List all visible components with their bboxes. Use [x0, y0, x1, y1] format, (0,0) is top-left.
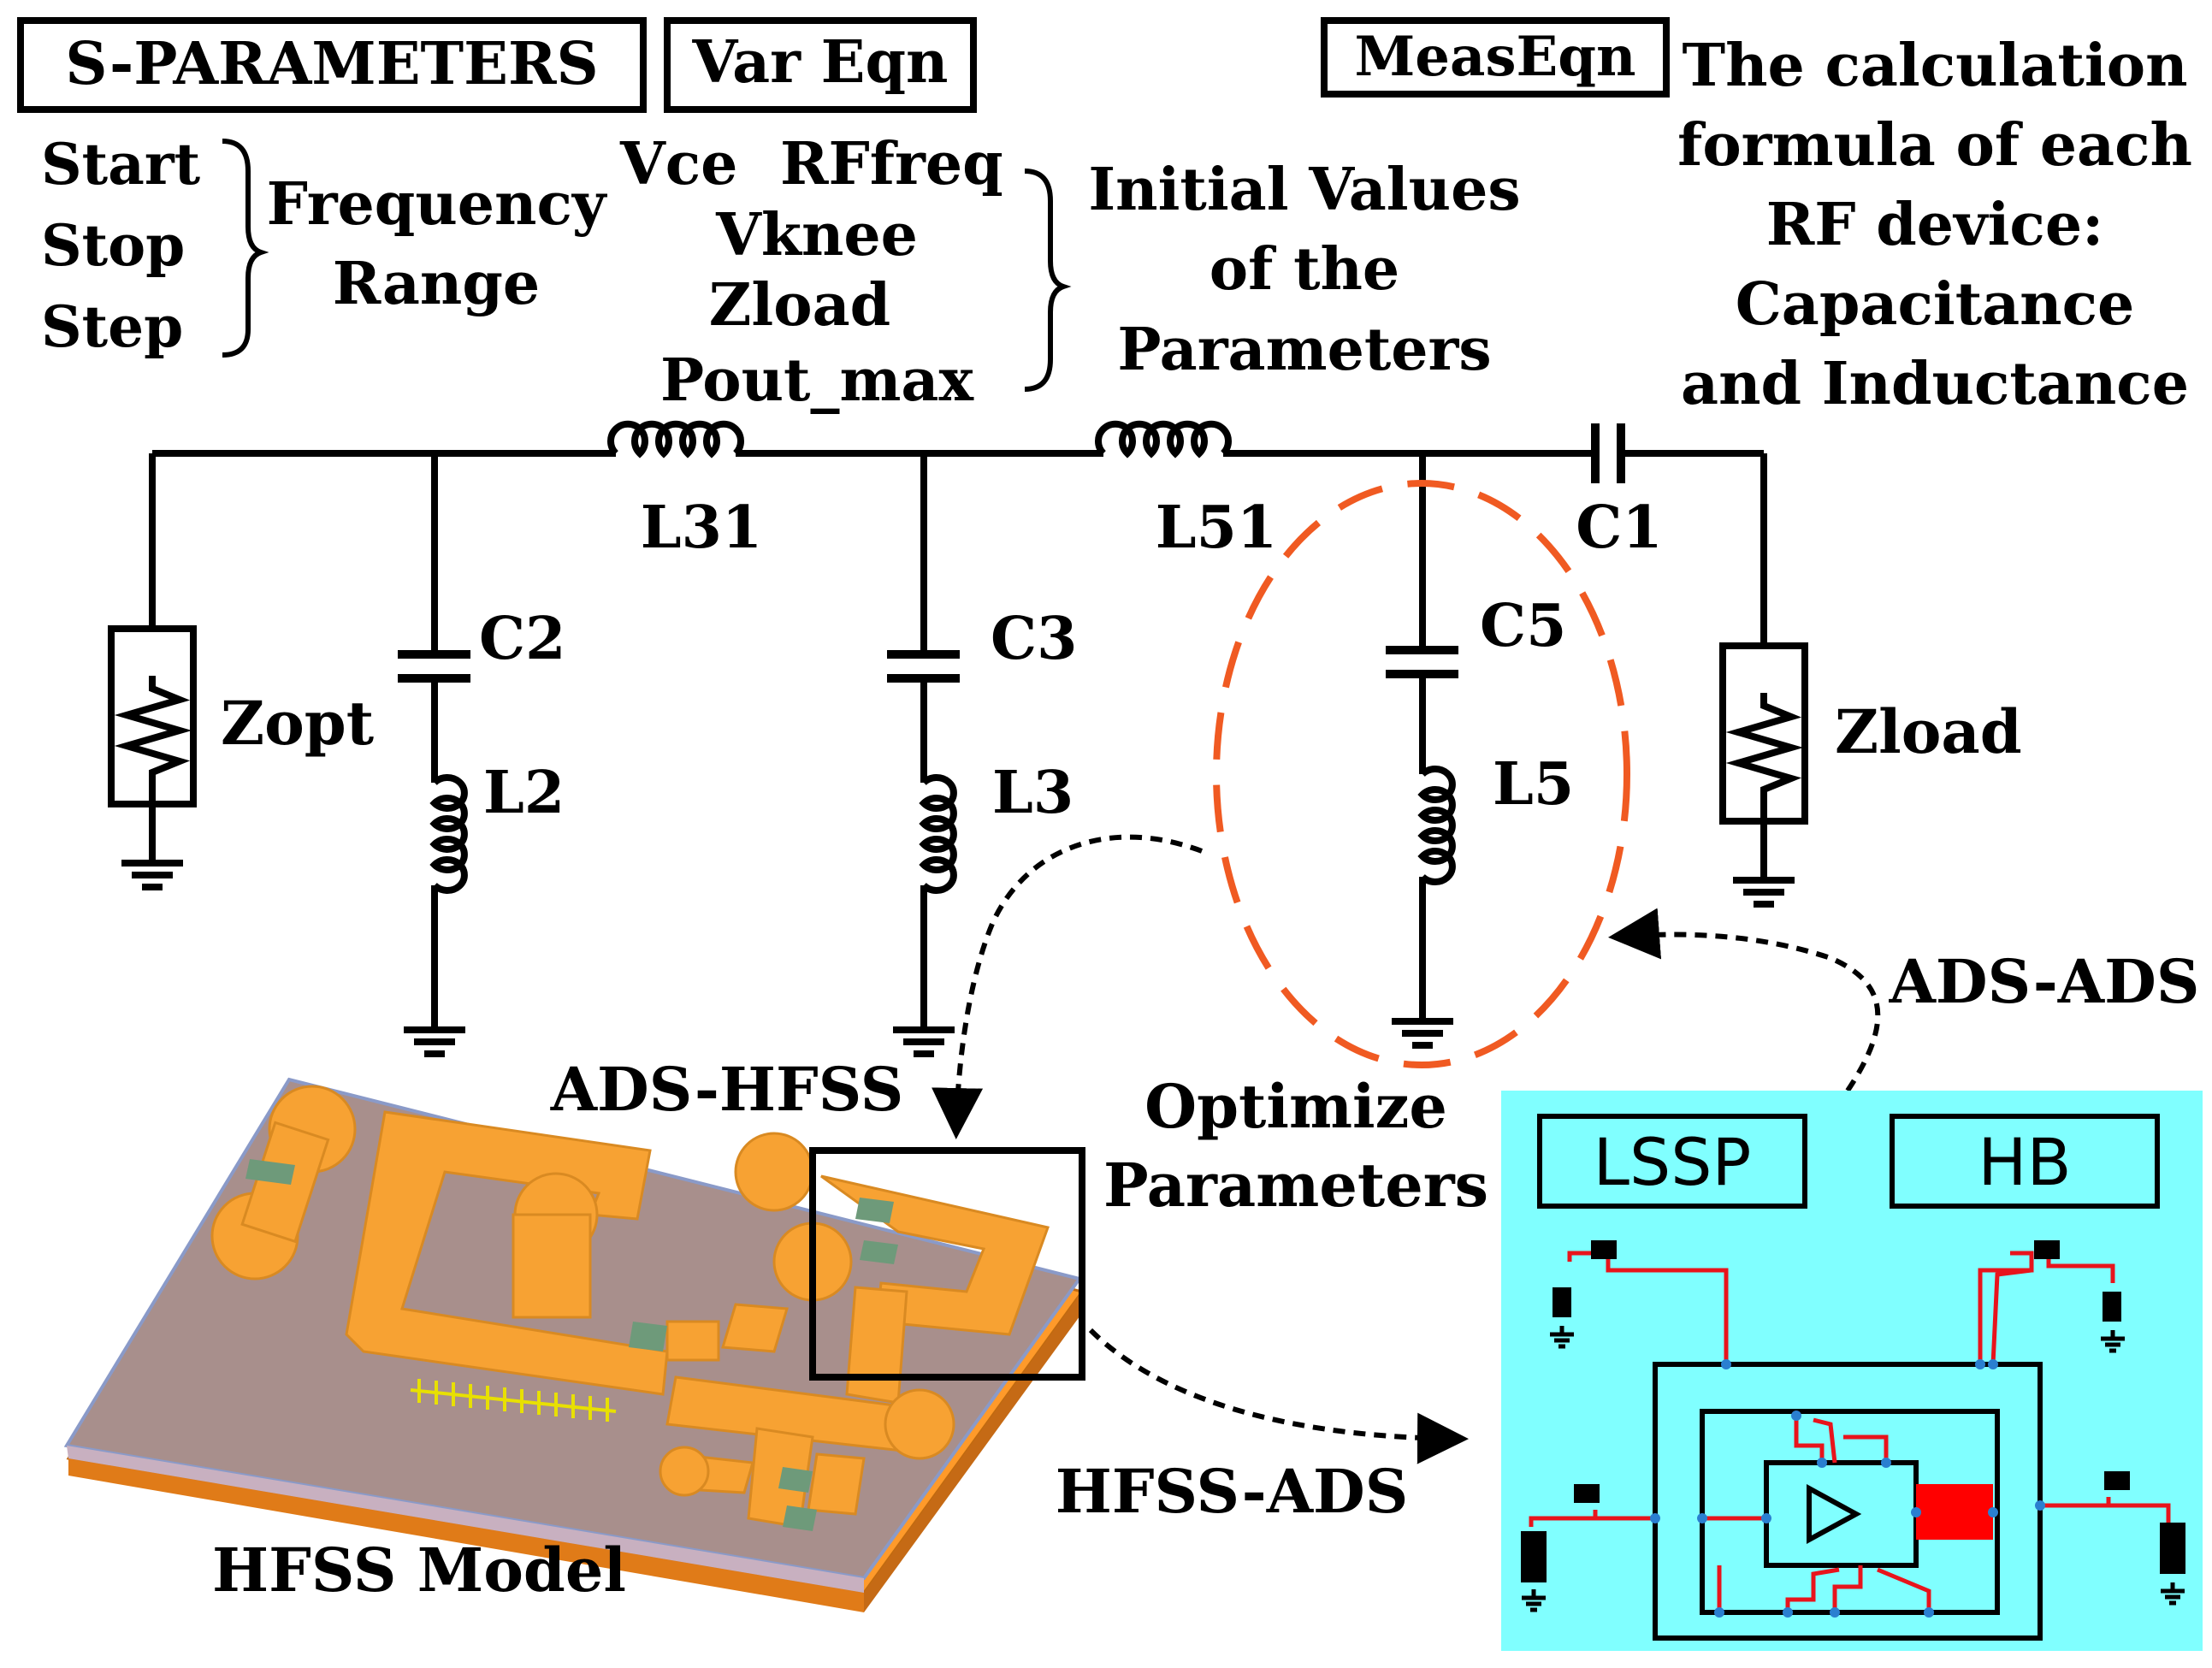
l31-label: L31 [641, 494, 762, 562]
lssp-label: LSSP [1594, 1124, 1752, 1200]
range-label: Range [333, 250, 540, 318]
vknee-label: Vknee [715, 201, 918, 269]
optimize-highlight-ellipse [1213, 480, 1630, 1068]
l51-label: L51 [1156, 494, 1277, 562]
arrow-ads-ads [1608, 908, 1881, 1092]
lssp-box: LSSP [1537, 1114, 1807, 1209]
calc-line-2: formula of each [1677, 111, 2192, 180]
var-eqn-variables: Vce RFfreq Vknee Zload Pout_max Initial … [619, 130, 1521, 415]
vce-label: Vce [619, 130, 737, 198]
of-the-label: of the [1210, 235, 1399, 304]
var-eqn-label: Var Eqn [692, 28, 949, 97]
meas-eqn-label: MeasEqn [1354, 25, 1635, 89]
c1-label: C1 [1576, 494, 1662, 562]
start-label: Start [41, 131, 201, 198]
ground-l3 [893, 1009, 955, 1054]
stop-label: Stop [41, 212, 185, 279]
l2-label: L2 [483, 759, 565, 827]
hfss-model-label: HFSS Model [212, 1535, 626, 1606]
inductor-l5 [1417, 766, 1456, 885]
calc-line-5: and Inductance [1681, 350, 2189, 418]
hfss-ads-label: HFSS-ADS [1056, 1456, 1409, 1527]
calc-line-4: Capacitance [1736, 270, 2135, 339]
flow-arrows [932, 834, 1881, 1464]
l3-label: L3 [992, 759, 1073, 827]
s-parameters-box: S-PARAMETERS [17, 17, 647, 113]
hb-box: HB [1890, 1114, 2160, 1209]
calc-formula-text: The calculation formula of each RF devic… [1677, 32, 2192, 418]
amplifier-symbol [1807, 1483, 1862, 1545]
s-parameters-label: S-PARAMETERS [65, 30, 598, 98]
arrow-hfss-ads [1088, 1328, 1469, 1464]
optimize-label: Optimize [1144, 1071, 1447, 1142]
initial-values-label: Initial Values [1088, 156, 1520, 224]
frequency-label: Frequency [267, 170, 608, 239]
pout-max-label: Pout_max [660, 346, 974, 415]
inductor-l3 [919, 774, 957, 894]
parameters-opt-label: Parameters [1103, 1150, 1488, 1221]
ads-panel: LSSP HB [1501, 1091, 2203, 1651]
inductor-l31 [607, 420, 744, 458]
var-brace [1024, 169, 1072, 392]
sparam-brace [222, 139, 269, 358]
hfss-model [63, 1077, 1085, 1612]
component-labels: L31 L51 C1 C2 L2 C3 L3 C5 L5 Zopt Zload [221, 494, 2022, 827]
ads-hfss-label: ADS-HFSS [550, 1054, 904, 1125]
step-label: Step [41, 293, 183, 360]
l5-label: L5 [1493, 750, 1574, 819]
inductor-l51 [1095, 420, 1232, 458]
ground-zload [1733, 860, 1795, 904]
hfss-zoom-box [809, 1147, 1085, 1381]
calc-line-3: RF device: [1766, 191, 2103, 259]
parameters-label: Parameters [1117, 316, 1491, 384]
rffreq-label: RFfreq [780, 130, 1003, 198]
ads-ads-label: ADS-ADS [1889, 946, 2200, 1017]
meas-eqn-box: MeasEqn [1321, 17, 1670, 98]
arrow-ads-hfss [932, 834, 1204, 1139]
zopt-label: Zopt [221, 688, 374, 759]
c2-label: C2 [479, 605, 565, 673]
c3-label: C3 [991, 605, 1077, 673]
c5-label: C5 [1480, 592, 1566, 660]
calc-line-1: The calculation [1682, 32, 2187, 100]
ground-l2 [404, 1009, 465, 1054]
zload-label: Zload [1835, 696, 2022, 767]
sparam-settings: Start Stop Step Frequency Range [41, 131, 608, 360]
ground-zopt [121, 843, 183, 887]
inductor-l2 [429, 774, 468, 894]
schematic [108, 420, 1808, 1009]
var-eqn-box: Var Eqn [664, 17, 977, 113]
zload-var-label: Zload [709, 271, 890, 340]
hb-label: HB [1978, 1124, 2071, 1200]
ground-l5 [1392, 1001, 1453, 1045]
